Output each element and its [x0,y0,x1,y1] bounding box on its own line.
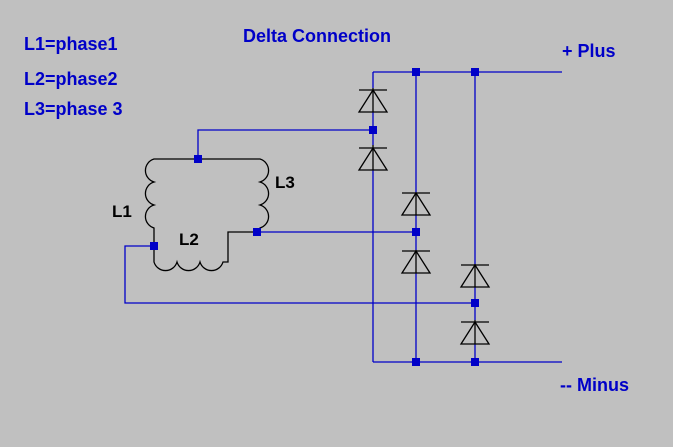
junction-node [412,358,420,366]
junction-node [471,358,479,366]
diode-icon [459,263,491,288]
legend-l1: L1=phase1 [24,34,118,54]
coil-label-l3: L3 [275,173,295,192]
diodes [357,88,491,345]
legend-l3: L3=phase 3 [24,99,123,119]
plus-label: + Plus [562,41,616,61]
junction-node [471,299,479,307]
junction-node [194,155,202,163]
coil-label-l1: L1 [112,202,132,221]
coil-l3-icon [198,158,270,232]
diode-icon [459,320,491,345]
coil-l2-icon [153,231,257,272]
diode-icon [400,191,432,216]
diode-icon [357,88,389,113]
legend-l2: L2=phase2 [24,69,118,89]
diode-icon [357,145,389,171]
coil-label-l2: L2 [179,230,199,249]
wires [124,71,562,363]
junction-nodes [150,68,479,366]
diagram-title: Delta Connection [243,26,391,46]
diode-icon [400,249,432,274]
junction-node [412,228,420,236]
minus-label: -- Minus [560,375,629,395]
junction-node [150,242,158,250]
junction-node [412,68,420,76]
junction-node [471,68,479,76]
coil-l1-icon [144,158,198,246]
junction-node [253,228,261,236]
delta-winding [144,158,270,272]
junction-node [369,126,377,134]
